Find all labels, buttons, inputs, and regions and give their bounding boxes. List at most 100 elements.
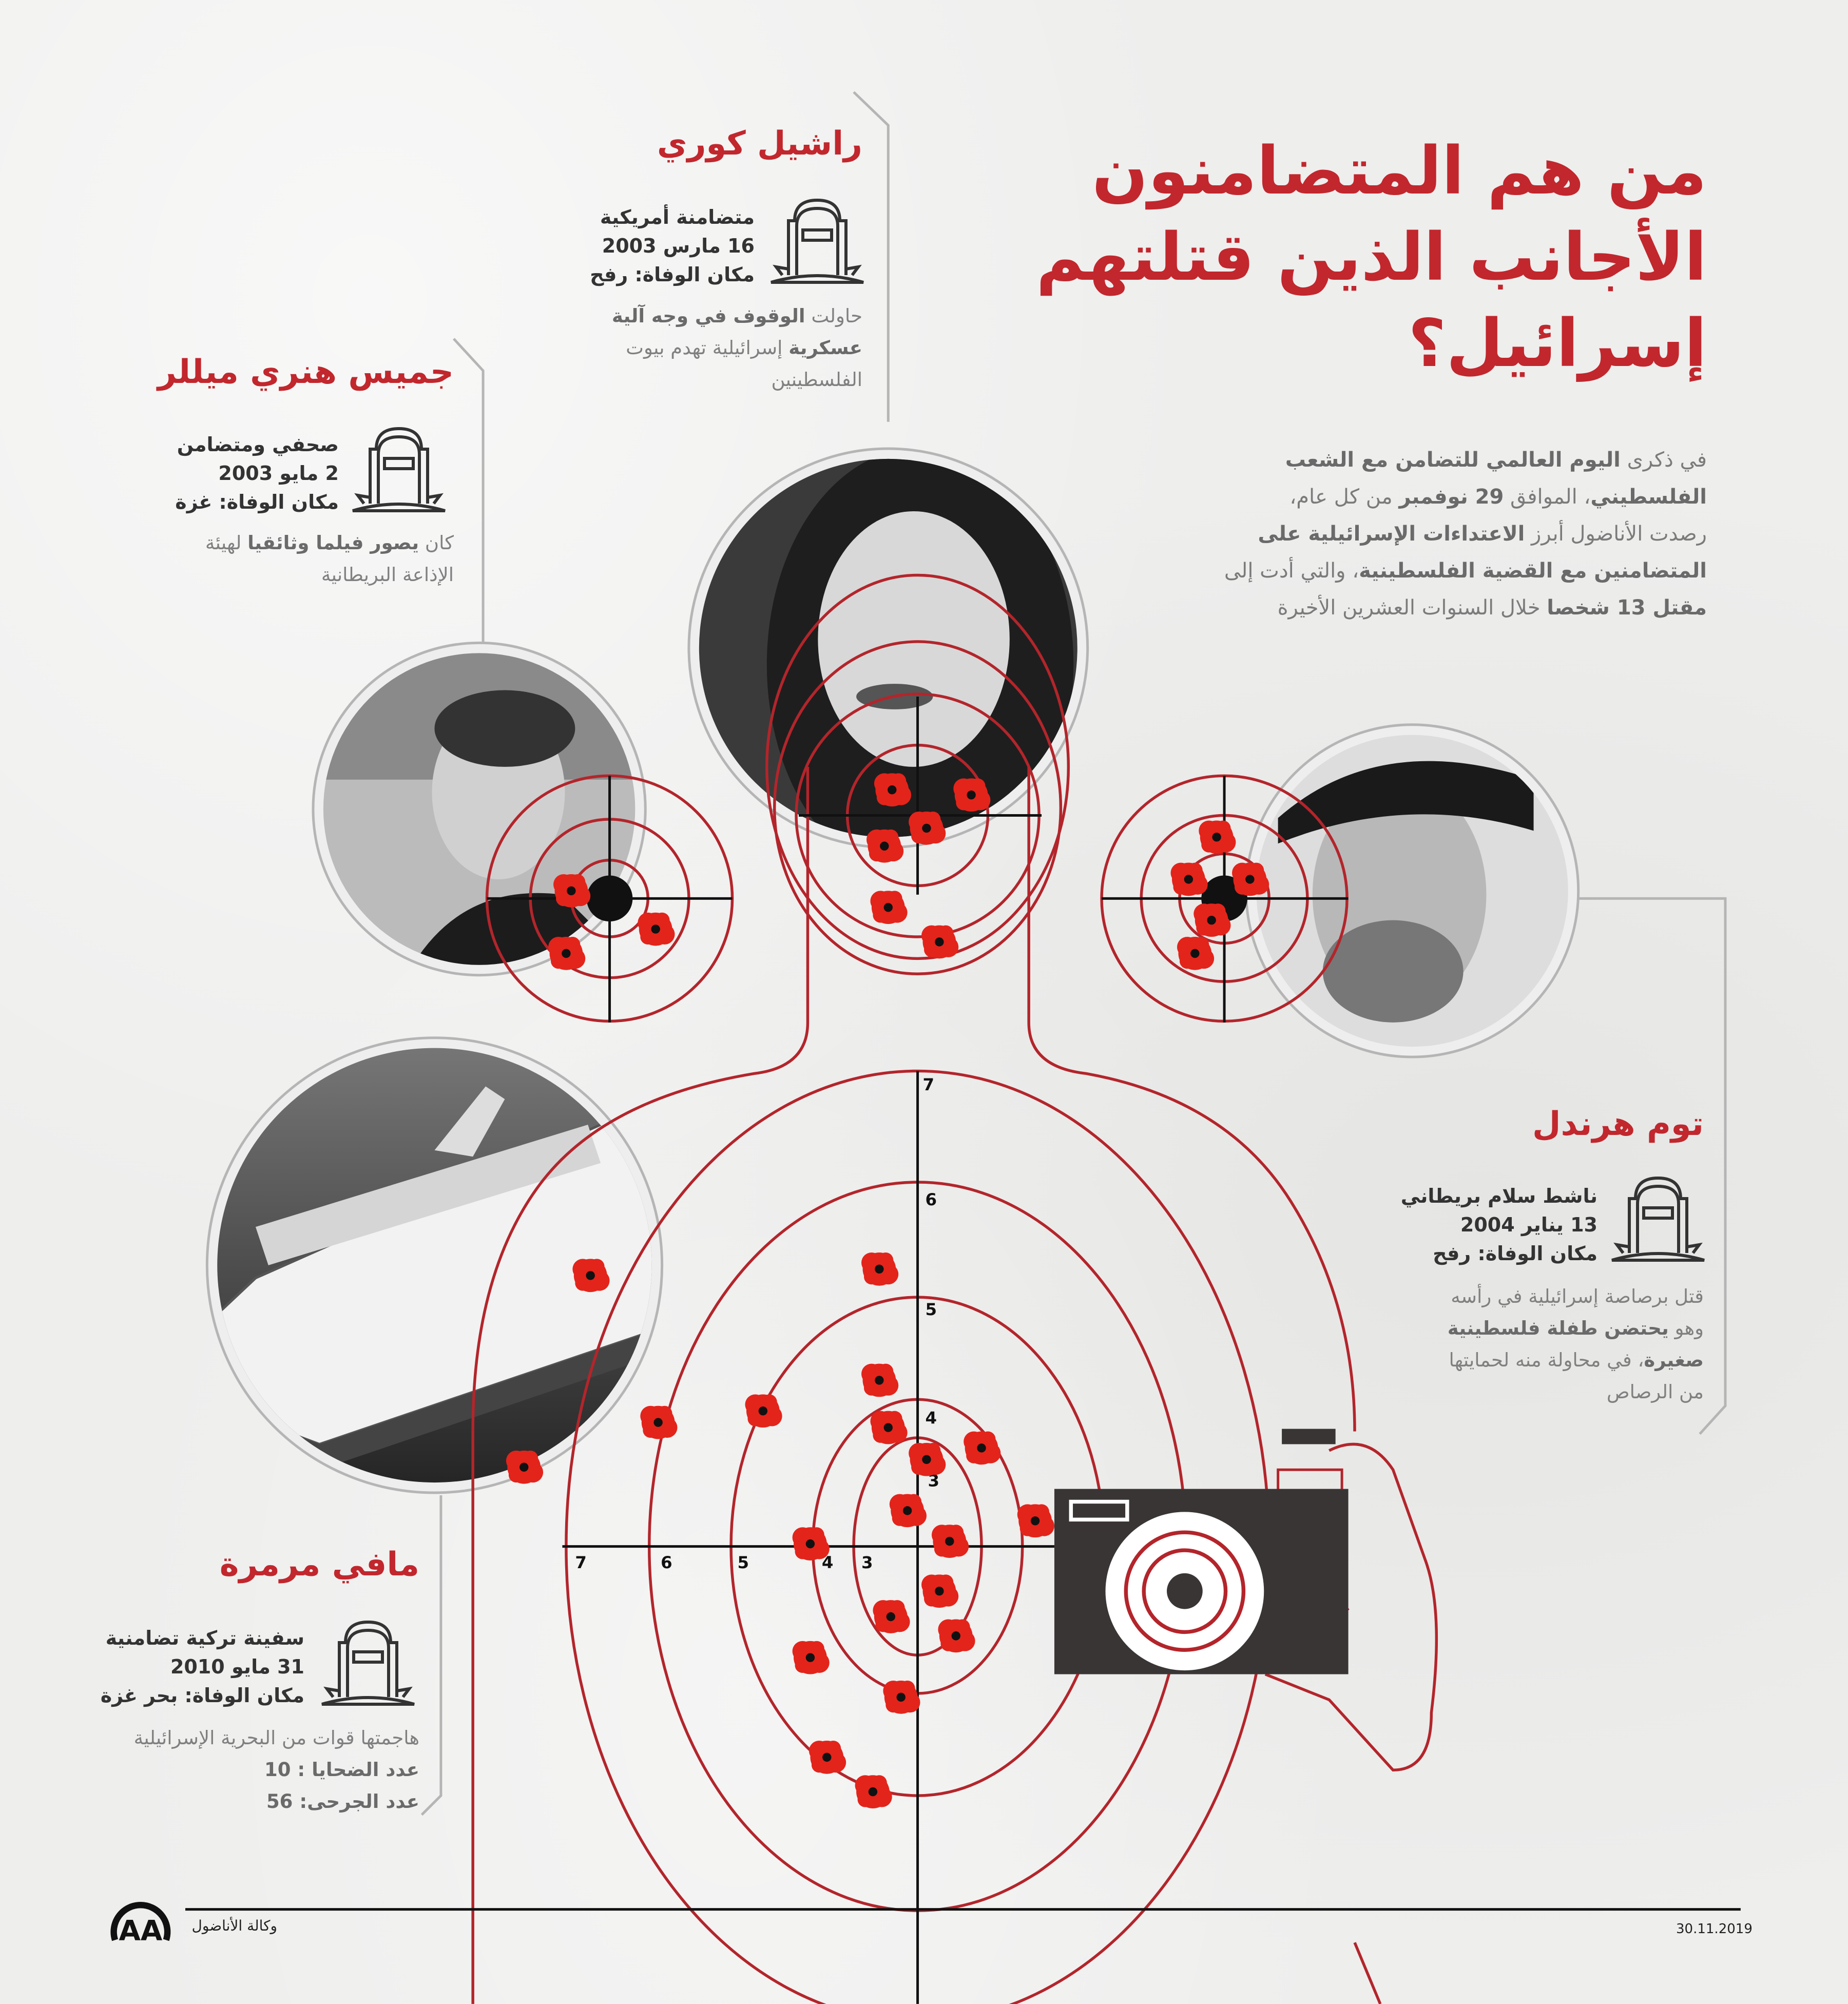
text-segment: لهيئة [205,532,248,554]
person-name-rachel-corrie: راشيل كوري [657,125,862,163]
ring-label: 7 [575,1553,587,1572]
bullet-hole [921,925,959,959]
ring-labels: 3 4 5 6 7 3 4 5 6 7 [575,1075,939,1572]
person-desc-tom-hurndall: قتل برصاصة إسرائيلية في رأسه وهو يحتضن طف… [1448,1281,1704,1408]
bullet-hole [889,1494,927,1528]
title-line: من هم المتضامنون [1092,133,1707,209]
bullet-hole [861,1252,899,1286]
bullet-hole [909,1442,946,1476]
emphasis-text: الاعتداءات الإسرائيلية على [1258,522,1525,546]
emphasis-text: الوقوف في وجه آلية [611,305,805,327]
bullet-hole [921,1574,959,1608]
emphasis-text: المتضامنين مع القضية الفلسطينية [1359,559,1707,583]
text-line: عدد الضحايا : 10 [134,1754,419,1786]
bullet-hole [870,891,908,924]
text-line: في ذكرى اليوم العالمي للتضامن مع الشعب [1142,441,1707,478]
ring-label: 7 [923,1075,935,1094]
bullet-hole [792,1527,830,1560]
connector-lines [420,91,1727,1816]
bullet-hole [938,1619,975,1653]
ring-label: 5 [738,1553,749,1572]
info-date: 16 مارس 2003 [602,235,755,257]
text-line: من الرصاص [1448,1376,1704,1408]
person-info-tom-hurndall: ناشط سلام بريطاني 13 يناير 2004 مكان الو… [1401,1182,1597,1268]
info-role: سفينة تركية تضامنية [105,1627,304,1649]
bullet-hole [1177,937,1215,970]
text-line: الإذاعة البريطانية [205,559,454,591]
emphasis-text: مقتل 13 شخصا [1547,596,1707,620]
bullet-hole [1170,862,1208,896]
bullet-hole [1232,862,1269,896]
text-segment: ، والتي أدت إلى [1224,559,1359,583]
text-segment: قتل برصاصة إسرائيلية في رأسه [1451,1285,1704,1307]
person-name-tom-hurndall: توم هرندل [1532,1105,1704,1143]
text-line: كان يصور فيلما وثائقيا لهيئة [205,527,454,559]
tombstone-icon [1607,1173,1709,1265]
bullet-hole [855,1775,892,1808]
bullet-hole [873,1600,910,1633]
bullet-hole [874,773,912,807]
ring-label: 4 [925,1409,937,1428]
emphasis-text: 29 نوفمبر [1399,485,1504,509]
text-line: الفلسطينين [612,364,862,396]
text-segment: هاجمتها قوات من البحرية الإسرائيلية [133,1727,419,1749]
bullet-hole [640,1405,678,1439]
publish-date: 30.11.2019 [1676,1921,1753,1937]
person-desc-mavi-marmara: هاجمتها قوات من البحرية الإسرائيلية عدد ا… [134,1722,419,1818]
text-line: الفلسطيني، الموافق 29 نوفمبر من كل عام، [1142,478,1707,515]
bullet-hole [553,874,591,908]
text-line: صغيرة، في محاولة منه لحمايتها [1448,1344,1704,1376]
bullet-hole [866,829,904,863]
info-role: متضامنة أمريكية [600,206,755,228]
camera-icon [1054,1429,1349,1674]
text-line: وهو يحتضن طفلة فلسطينية [1448,1313,1704,1344]
bullet-hole [909,812,946,845]
text-line: عسكرية إسرائيلية تهدم بيوت [612,332,862,364]
emphasis-text: صغيرة [1644,1349,1704,1371]
bullet-hole [1017,1504,1054,1538]
text-segment: في ذكرى [1620,448,1707,472]
photo-tom-hurndall [1244,723,1580,1058]
bullet-hole [964,1431,1001,1465]
info-place: مكان الوفاة: رفح [590,263,755,286]
photo-james-miller [312,641,647,977]
emphasis-text: عدد الجرحى: 56 [266,1790,419,1813]
anadolu-logo: AA [110,1902,171,1947]
text-segment: من الرصاص [1606,1381,1704,1403]
bullet-hole [883,1680,920,1714]
emphasis-text: عدد الضحايا : 10 [264,1759,419,1781]
emphasis-text: يحتضن طفلة فلسطينية [1447,1317,1669,1339]
person-info-rachel-corrie: متضامنة أمريكية 16 مارس 2003 مكان الوفاة… [590,203,755,289]
bullet-hole [870,1411,908,1444]
emphasis-text: الفلسطيني [1590,485,1707,509]
bullet-hole [1199,820,1236,854]
info-date: 13 يناير 2004 [1460,1213,1597,1236]
bullet-hole [745,1394,782,1428]
bullet-hole [953,778,991,812]
photo-rachel-corrie [687,447,1089,849]
person-name-james-miller: جميس هنري ميللر [158,353,454,391]
emphasis-text: يصور فيلما وثائقيا [247,532,419,554]
bullet-hole [572,1259,610,1293]
info-role: ناشط سلام بريطاني [1400,1185,1597,1207]
title-line: الأجانب الذين قتلتهم [1036,219,1707,296]
text-line: قتل برصاصة إسرائيلية في رأسه [1448,1281,1704,1313]
ring-label: 5 [925,1300,937,1319]
text-line: هاجمتها قوات من البحرية الإسرائيلية [134,1722,419,1754]
ring-label: 3 [861,1553,873,1572]
info-date: 2 مايو 2003 [218,462,339,485]
person-info-james-miller: صحفي ومتضامن 2 مايو 2003 مكان الوفاة: غز… [175,430,339,516]
bullet-hole [792,1641,830,1674]
text-segment: إسرائيلية تهدم بيوت [626,337,789,359]
text-segment: ، في محاولة منه لحمايتها [1449,1349,1644,1371]
text-line: عدد الجرحى: 56 [134,1786,419,1818]
info-place: مكان الوفاة: بحر غزة [100,1684,304,1707]
text-line: المتضامنين مع القضية الفلسطينية، والتي أ… [1142,552,1707,589]
person-info-mavi-marmara: سفينة تركية تضامنية 31 مايو 2010 مكان ال… [101,1624,304,1710]
emphasis-text: عسكرية [788,337,862,359]
bullet-hole [1194,903,1231,937]
